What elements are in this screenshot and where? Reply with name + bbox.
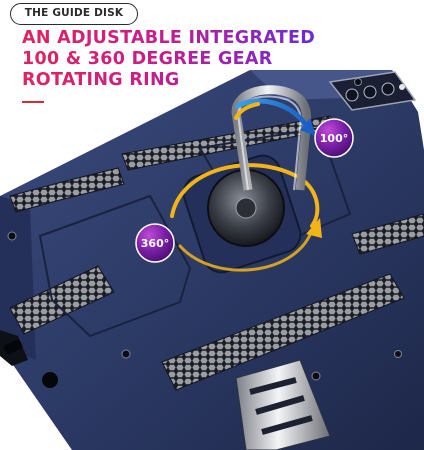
rotating-disc-center (235, 197, 257, 219)
camera-lens (381, 82, 395, 96)
headline-line-1: AN ADJUSTABLE INTEGRATED (22, 28, 316, 48)
badge-360-degree: 360° (135, 223, 175, 263)
label-100-degree: 100° (320, 132, 348, 145)
headphone-jack (42, 372, 58, 388)
label-360-degree: 360° (141, 237, 169, 250)
grip-strip-right (351, 213, 424, 255)
headline-line-3: ROTATING RING (22, 70, 315, 91)
rotation-arrow-100 (235, 98, 311, 131)
screw-holes (7, 78, 402, 381)
grip-strip-left (9, 167, 125, 213)
camera-lens (399, 84, 405, 90)
panel-contour (38, 194, 192, 338)
guide-disk-badge: THE GUIDE DISK (10, 3, 138, 25)
badge-100-degree: 100° (314, 118, 354, 158)
rotation-arrow-360 (170, 163, 320, 228)
camera-lens (363, 85, 377, 99)
usb-port (3, 339, 23, 355)
ring-stand (231, 85, 312, 191)
arrow-start-100 (234, 102, 260, 120)
camera-lens (345, 88, 359, 102)
grip-strip-lower-left (9, 265, 115, 335)
headline-line-2: 100 & 360 DEGREE GEAR (22, 49, 315, 70)
arrow-head-100 (300, 118, 316, 136)
rotation-arrow-360-lower (178, 228, 314, 272)
headline: AN ADJUSTABLE INTEGRATED 100 & 360 DEGRE… (22, 28, 315, 91)
grip-strip-bottom (161, 273, 405, 391)
accent-underline (22, 101, 44, 103)
corner-bumper (235, 359, 331, 450)
